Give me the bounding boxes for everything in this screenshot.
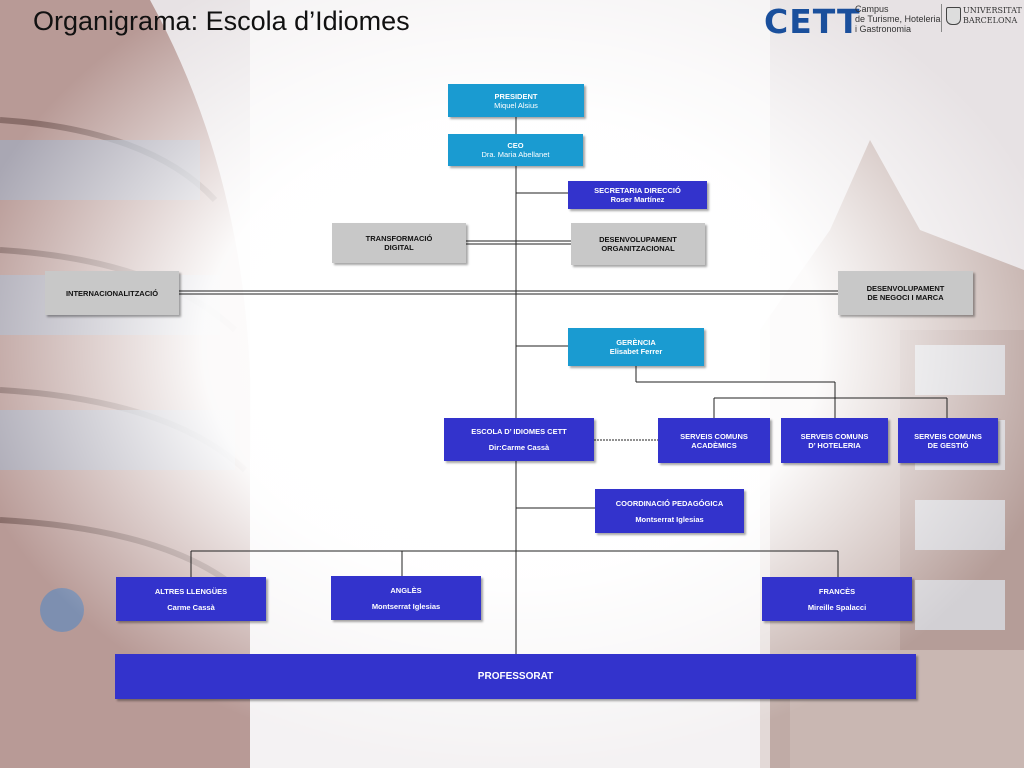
ub-seal-icon — [946, 7, 961, 25]
angles-box: ANGLÈS Montserrat Iglesias — [331, 576, 481, 620]
page-title: Organigrama: Escola d’Idiomes — [33, 6, 410, 36]
secretaria-box: SECRETARIA DIRECCIÓ Roser Martínez — [568, 181, 707, 209]
transformacio-digital-box: TRANSFORMACIÓ DIGITAL — [332, 223, 466, 263]
desenvolupament-organitzacional-box: DESENVOLUPAMENT ORGANITZACIONAL — [571, 223, 705, 265]
president-name: Miquel Alsius — [494, 100, 538, 110]
angles-name: Montserrat Iglesias — [371, 601, 441, 611]
secretaria-name: Roser Martínez — [610, 195, 665, 204]
university-text: UNIVERSITAT DE BARCELONA — [963, 6, 1024, 25]
ceo-box: CEO Dra. Maria Abellanet — [448, 134, 583, 166]
altres-llengues-box: ALTRES LLENGÜES Carme Cassà — [116, 577, 266, 621]
professorat-label: PROFESSORAT — [477, 671, 554, 682]
gerencia-role: GERÈNCIA — [616, 338, 656, 347]
coordinacio-name: Montserrat Iglesias — [635, 514, 704, 524]
serveis-hoteleria-box: SERVEIS COMUNS D’ HOTELERIA — [781, 418, 888, 463]
serveis-academics-box: SERVEIS COMUNS ACADÈMICS — [658, 418, 770, 463]
campus-text: Campus de Turisme, Hoteleria i Gastronom… — [855, 4, 941, 34]
cett-ub-logo: CETT Campus de Turisme, Hoteleria i Gast… — [760, 2, 1024, 41]
desenvolupament-negoci-marca-box: DESENVOLUPAMENT DE NEGOCI I MARCA — [838, 271, 973, 315]
angles-role: ANGLÈS — [390, 585, 422, 595]
internacionalitzacio-box: INTERNACIONALITZACIÓ — [45, 271, 179, 315]
frances-role: FRANCÈS — [818, 586, 856, 596]
logo-divider — [941, 4, 942, 32]
president-box: PRESIDENT Miquel Alsius — [448, 84, 584, 117]
frances-box: FRANCÈS Mireille Spalacci — [762, 577, 912, 621]
coordinacio-role: COORDINACIÓ PEDAGÓGICA — [615, 498, 724, 508]
frances-name: Mireille Spalacci — [807, 602, 867, 612]
ceo-name: Dra. Maria Abellanet — [481, 150, 550, 159]
altres-role: ALTRES LLENGÜES — [154, 586, 228, 596]
professorat-box: PROFESSORAT — [115, 654, 916, 699]
escola-director: Dir:Carme Cassà — [488, 443, 550, 452]
escola-role: ESCOLA D’ IDIOMES CETT — [471, 427, 567, 436]
secretaria-role: SECRETARIA DIRECCIÓ — [594, 186, 681, 195]
ceo-role: CEO — [507, 141, 524, 150]
coordinacio-pedagogica-box: COORDINACIÓ PEDAGÓGICA Montserrat Iglesi… — [595, 489, 744, 533]
altres-name: Carme Cassà — [167, 602, 215, 612]
cett-logo-text: CETT — [764, 2, 861, 41]
gerencia-name: Elisabet Ferrer — [609, 347, 663, 356]
president-role: PRESIDENT — [494, 91, 538, 101]
gerencia-box: GERÈNCIA Elisabet Ferrer — [568, 328, 704, 366]
serveis-gestio-box: SERVEIS COMUNS DE GESTIÓ — [898, 418, 998, 463]
escola-idiomes-box: ESCOLA D’ IDIOMES CETT Dir:Carme Cassà — [444, 418, 594, 461]
